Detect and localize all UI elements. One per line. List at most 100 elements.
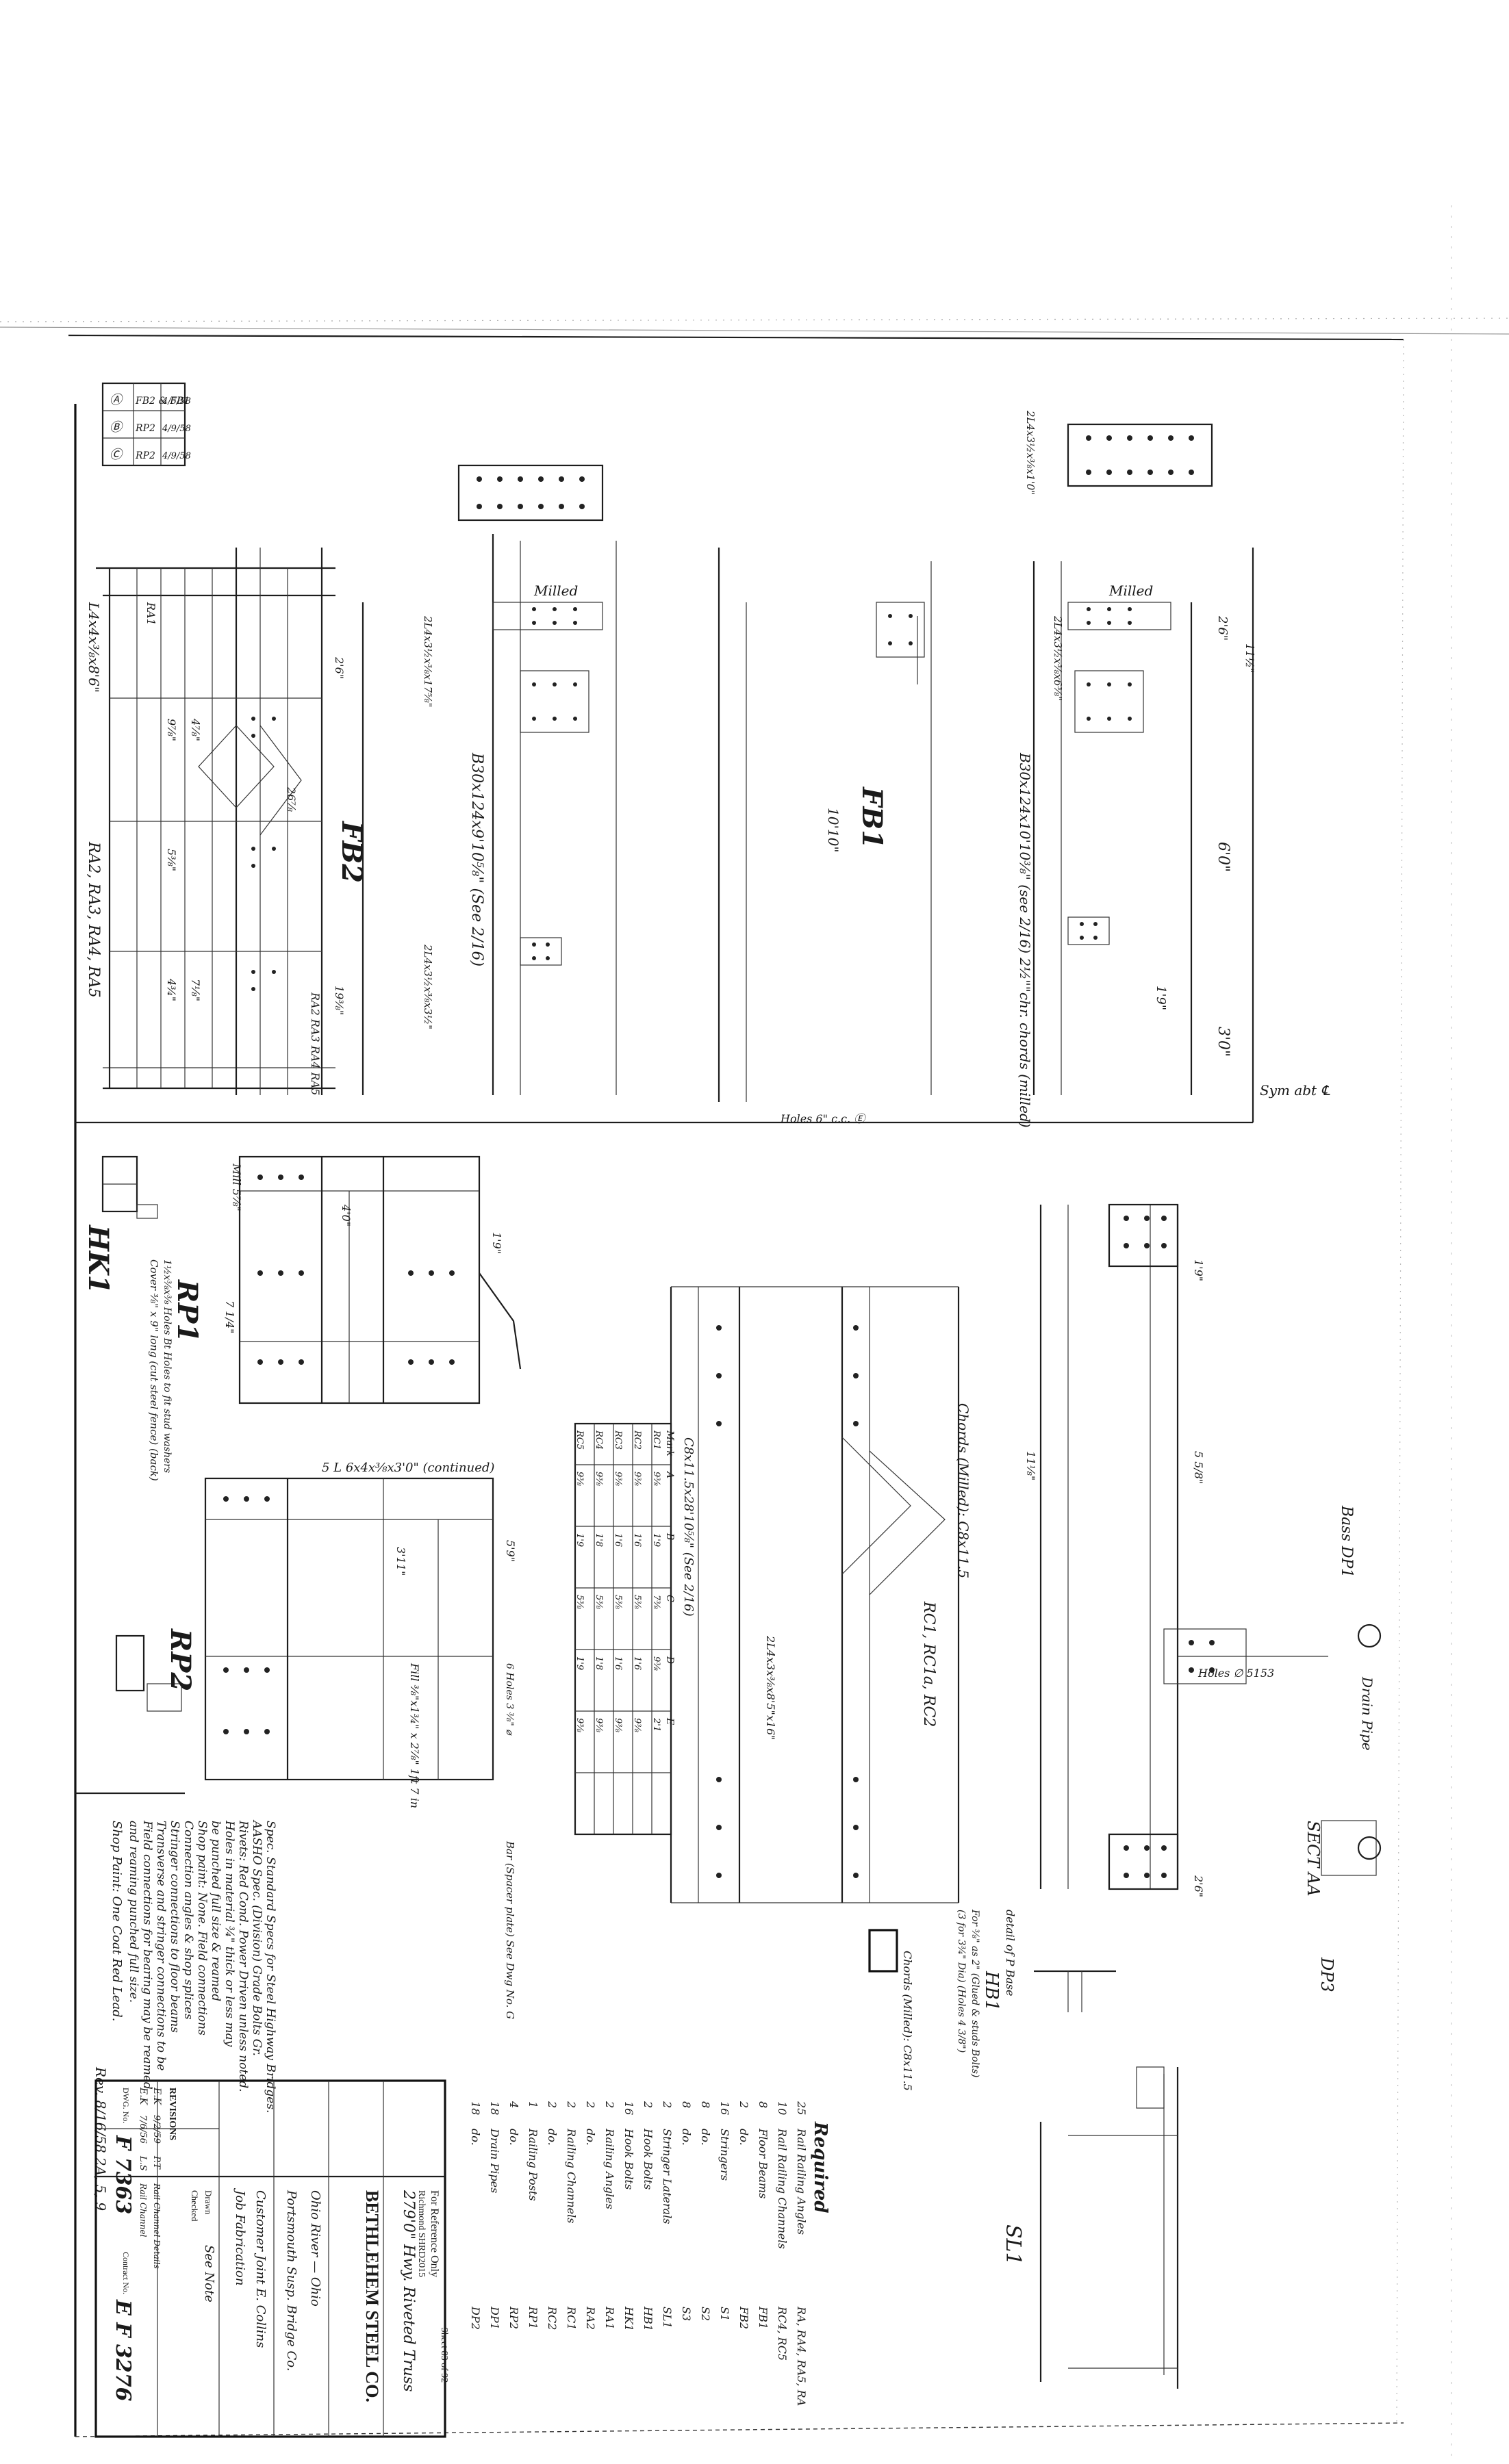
required-mark: RP1	[527, 2306, 540, 2329]
top-revisions-block: Ⓐ Ⓑ Ⓒ FB2 & FB1 RP2 RP2 4/5/58 4/9/58 4/…	[101, 382, 191, 467]
required-qty: 8	[757, 2101, 770, 2108]
required-mark: FB2	[737, 2306, 750, 2329]
rc-table-cell: 1'8	[594, 1656, 604, 1670]
rc-beam-2: 2L4x3x⅜x8'5"x16"	[764, 1635, 777, 1741]
required-desc: Railing Angles	[603, 2128, 616, 2209]
dp-hole-note: Holes ∅ 5153	[1197, 1667, 1274, 1680]
rev-row-a-date: 9/2/59	[151, 2115, 162, 2144]
dp3-label: DP3	[1317, 1957, 1336, 1992]
rev-date-1: 4/5/58	[162, 396, 191, 407]
rc-beam: C8x11.5x28'10⅝" (See 2/16)	[681, 1437, 696, 1617]
spec-line-0: Spec. Standard Specs for Steel Highway B…	[264, 1821, 277, 2113]
rp1-label: RP1	[171, 1279, 203, 1342]
rev-row-b-by: L.S	[138, 2155, 148, 2171]
spec-line-2: Rivets: Red Cond. Power Driven unless no…	[236, 1820, 250, 2092]
spec-line-7: Stringer connections to floor beams	[168, 1821, 181, 2033]
fb1-dim-4: 11½"	[1243, 643, 1256, 673]
rp-label-2: 4'0"	[340, 1204, 353, 1227]
drawn-by: See Note	[202, 2245, 216, 2302]
rc-table-header: B	[664, 1532, 675, 1540]
fb2-dim-4: 5⅜"	[165, 849, 178, 871]
fb1-dim-3: 1'9"	[1154, 986, 1168, 1010]
rc-table-cell: 5⅜	[574, 1595, 585, 1609]
title-block: BETHLEHEM STEEL CO. 279'0" Hwy. Riveted …	[94, 2079, 449, 2438]
required-desc: Railing Channels	[565, 2128, 578, 2223]
fb1-mill-right: Milled	[1108, 582, 1153, 599]
required-mark: HB1	[642, 2306, 655, 2331]
project-name: 279'0" Hwy. Riveted Truss	[400, 2190, 417, 2392]
rc-table-cell: RC3	[613, 1430, 623, 1450]
required-qty: 8	[699, 2101, 712, 2108]
hb1-label: HB1	[981, 1971, 1002, 2011]
rc-table-cell: 1'8	[594, 1533, 604, 1547]
hb1-detail-title: detail of P Base	[1004, 1910, 1017, 1996]
required-mark: RC4, RC5	[776, 2306, 789, 2361]
required-mark: SL1	[661, 2307, 674, 2328]
rev-row-2: Ⓑ	[110, 420, 124, 435]
dp-dim-3: 11⅛"	[1024, 1451, 1037, 1480]
required-qty: 16	[718, 2101, 731, 2115]
fb2-beam-marks: RA2, RA3, RA4, RA5	[85, 841, 102, 998]
section-aa: SECT AA	[1304, 1821, 1323, 1897]
required-qty: 2	[603, 2101, 616, 2108]
symmetry-note: Sym abt ℄	[1260, 1082, 1330, 1099]
hb1-line-1: For ⅜" as 2" (Glued & studs Bolts)	[969, 1909, 980, 2077]
spec-line-4: be punched full size & reamed	[209, 1821, 223, 2001]
rc-table-header: E	[664, 1717, 675, 1725]
required-qty: 2	[565, 2101, 578, 2108]
rc-table-cell: 9⅜	[651, 1656, 661, 1671]
fb2-rail-label: RA1	[144, 602, 157, 626]
rc-table-cell: RC5	[574, 1430, 585, 1450]
sl1-detail: SL1	[1001, 2066, 1179, 2389]
location: Ohio River — Ohio	[308, 2190, 322, 2307]
required-qty: 8	[680, 2101, 693, 2108]
rev-row-b-desc: Rail Channel	[138, 2183, 148, 2237]
rc-table-cell: 9⅜	[613, 1718, 623, 1732]
rc-chord: Chords (Milled): C8x11.5	[955, 1403, 972, 1578]
fb1-detail: FB1 B30x124x9'10⅝" (See 2/16) B30x124x10…	[362, 410, 1330, 1128]
rc-table-cell: 9⅜	[632, 1718, 642, 1732]
hk1-note: Cover ⅜" x 9" long (cut steel fence) (ba…	[148, 1259, 160, 1481]
required-desc: do.	[699, 2129, 712, 2146]
fb1-plate-1: 2L4x3½x⅜x6⅜"	[1052, 615, 1064, 701]
fb1-note: 10'10"	[825, 808, 841, 853]
sheet-number: Sheet 83 of 92	[439, 2327, 449, 2383]
spec-line-8: Transverse and stringer connections to b…	[154, 1821, 168, 2070]
required-desc: do.	[737, 2129, 750, 2146]
drawn-label: Drawn	[203, 2190, 214, 2215]
fb1-dim-1: 6'0"	[1215, 842, 1232, 872]
rev-row-1: Ⓐ	[110, 393, 124, 407]
structure: Portsmouth Susp. Bridge Co.	[284, 2190, 299, 2372]
rev-row-b-date: 7/6/56	[138, 2115, 148, 2144]
rp-label-7: Fill ⅜"x1¾" x 2⅞" 1ft 7 in	[408, 1663, 421, 1808]
fb1-bolt-grid	[477, 435, 1194, 960]
rc-table-header: D	[664, 1656, 675, 1664]
required-desc: Stringer Laterals	[661, 2129, 674, 2224]
required-desc: do.	[469, 2129, 482, 2146]
rc-table-cell: 2'1	[651, 1717, 661, 1732]
rc-post-note: Bar (Spacer plate) See Dwg No. G	[504, 1840, 516, 2019]
rev-row-a-desc: Rail Channel Details	[152, 2183, 162, 2269]
required-qty: 4	[507, 2101, 520, 2108]
rev-row-3: Ⓒ	[110, 448, 124, 462]
sl1-label: SL1	[1001, 2224, 1025, 2266]
rev-text-3: RP2	[135, 450, 155, 461]
reference-note: For Reference Only	[429, 2190, 440, 2277]
job: Job Fabrication	[233, 2187, 247, 2285]
fb2-dim-6: 4¾"	[165, 978, 178, 1001]
hk1-detail: HK1 Cover ⅜" x 9" long (cut steel fence)…	[82, 1155, 173, 1481]
required-desc: Railing Posts	[527, 2128, 540, 2201]
sheet-border	[68, 334, 1404, 2437]
rc-table-cell: 5⅜	[613, 1595, 623, 1609]
required-mark: RP2	[507, 2306, 520, 2329]
rc-detail: RC1, RC1a, RC2 Chords (Milled): C8x11.5 …	[504, 1286, 972, 2091]
rc-table-text: MarkABCDERC19⅜1'97⅜9⅜2'1RC29⅜1'65⅜1'69⅜R…	[574, 1430, 675, 1732]
rc-table-cell: 9⅜	[651, 1472, 661, 1486]
rp1-detail: RP1 Mill 5⅞" 7 1/4" 4'0" 1'9"	[171, 1155, 522, 1404]
contract-number: E F 3276	[111, 2299, 135, 2402]
spec-line-10: and reaming punched full size.	[127, 1821, 140, 2003]
dp-dim-1: 2'6"	[1192, 1875, 1205, 1897]
required-mark: DP1	[488, 2306, 501, 2330]
rc-table-cell: 1'6	[613, 1533, 623, 1547]
required-desc: Rail Railing Channels	[776, 2128, 789, 2249]
